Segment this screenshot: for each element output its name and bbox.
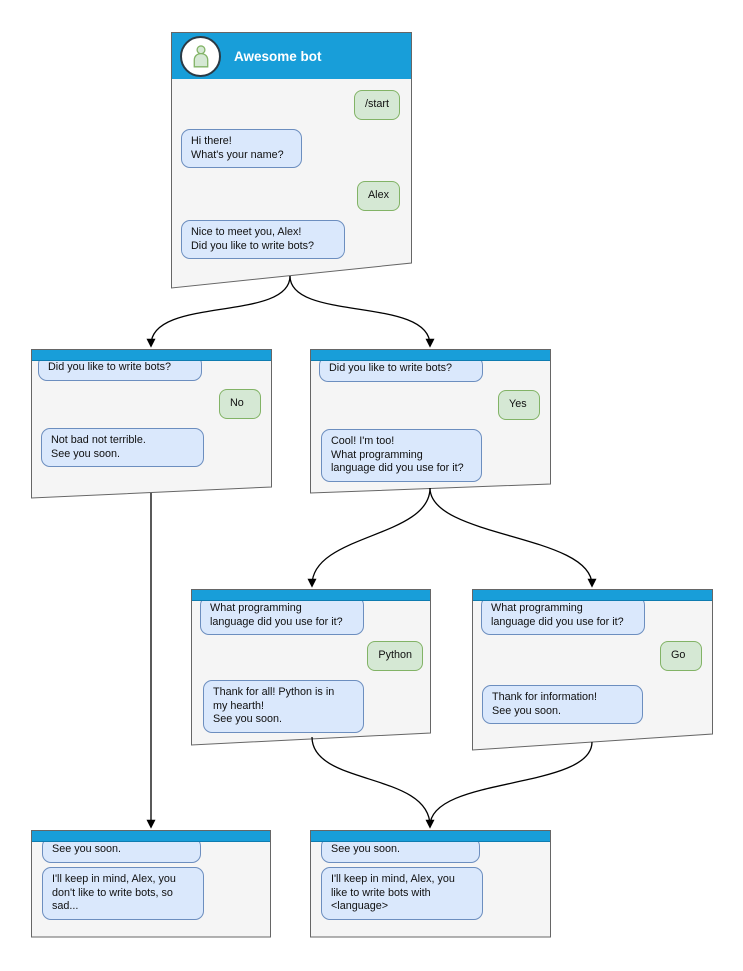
window-topbar bbox=[311, 831, 550, 842]
chat-window-no-branch: Did you like to write bots? No Not bad n… bbox=[31, 349, 272, 499]
window-topbar bbox=[311, 350, 550, 361]
chat-window-main: Awesome bot /start Hi there! What's your… bbox=[171, 32, 412, 289]
edge-yes-to-python bbox=[307, 487, 431, 588]
user-message-bubble: /start bbox=[354, 90, 400, 120]
bot-message-bubble: Not bad not terrible. See you soon. bbox=[41, 428, 204, 467]
bot-avatar bbox=[180, 35, 221, 77]
chat-window-end-no: See you soon. I'll keep in mind, Alex, y… bbox=[31, 830, 271, 938]
bot-message-bubble: Thank for information! See you soon. bbox=[482, 685, 643, 724]
chat-window-yes-branch: Did you like to write bots? Yes Cool! I'… bbox=[310, 349, 551, 494]
user-message-bubble: Python bbox=[367, 641, 423, 671]
chat-window-python: What programming language did you use fo… bbox=[191, 589, 431, 746]
chat-window-go: What programming language did you use fo… bbox=[472, 589, 713, 751]
user-message-bubble: Go bbox=[660, 641, 702, 671]
window-topbar bbox=[473, 590, 712, 601]
bot-message-bubble: Hi there! What's your name? bbox=[181, 129, 302, 168]
window-titlebar: Awesome bot bbox=[172, 33, 411, 79]
user-message-bubble: Yes bbox=[498, 390, 540, 420]
bot-message-bubble: Thank for all! Python is in my hearth! S… bbox=[203, 680, 364, 733]
chat-window-end-yes: See you soon. I'll keep in mind, Alex, y… bbox=[310, 830, 551, 938]
bot-message-bubble: I'll keep in mind, Alex, you don't like … bbox=[42, 867, 204, 920]
window-topbar bbox=[192, 590, 430, 601]
bot-name-title: Awesome bot bbox=[234, 48, 322, 64]
edge-python-to-end bbox=[311, 736, 435, 829]
window-topbar bbox=[32, 831, 270, 842]
bot-message-bubble: Nice to meet you, Alex! Did you like to … bbox=[181, 220, 345, 259]
bot-message-bubble: Cool! I'm too! What programming language… bbox=[321, 429, 482, 482]
user-message-bubble: Alex bbox=[356, 181, 400, 211]
person-icon bbox=[193, 45, 208, 68]
bot-message-bubble: What programming language did you use fo… bbox=[481, 596, 645, 635]
bot-message-bubble: I'll keep in mind, Alex, you like to wri… bbox=[321, 867, 483, 920]
user-message-bubble: No bbox=[219, 389, 261, 419]
edge-yes-to-go bbox=[429, 487, 597, 588]
window-topbar bbox=[32, 350, 271, 361]
edge-go-to-end bbox=[429, 741, 593, 827]
bot-message-bubble: What programming language did you use fo… bbox=[200, 596, 364, 635]
